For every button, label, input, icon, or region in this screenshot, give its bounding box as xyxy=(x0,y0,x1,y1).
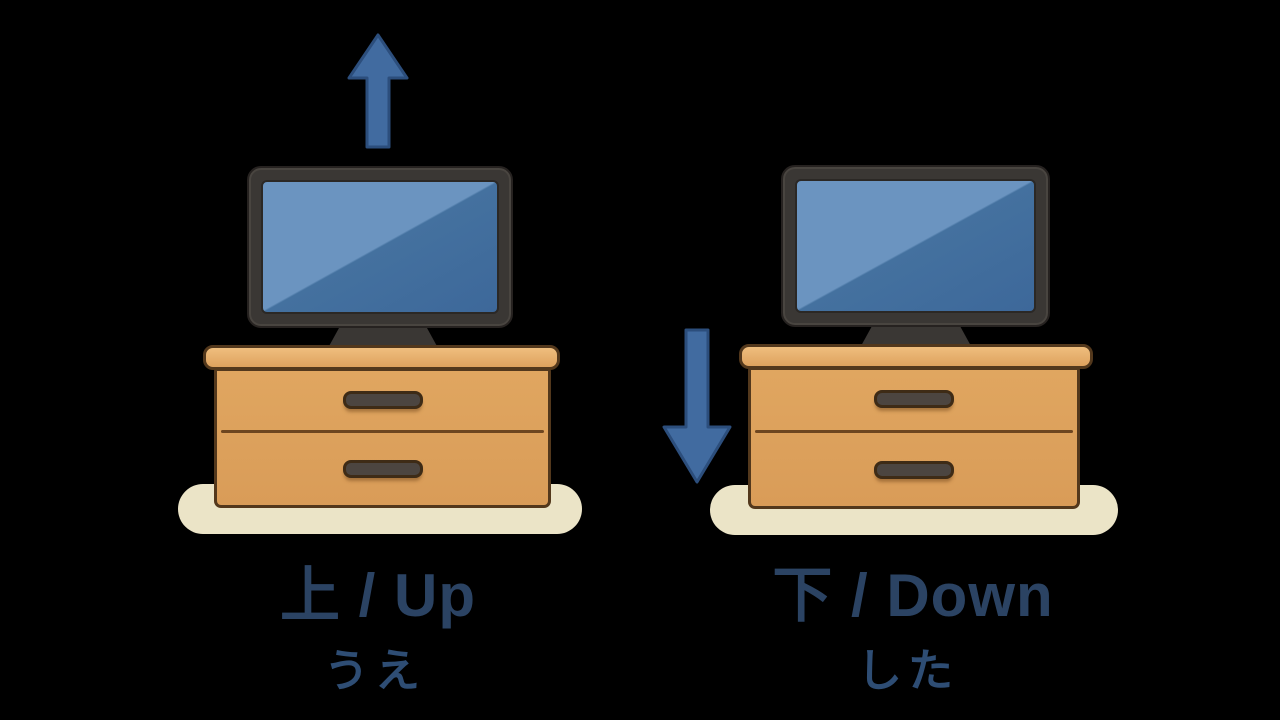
tv xyxy=(781,165,1050,327)
tv xyxy=(247,166,513,328)
drawer-handle-top xyxy=(874,390,954,408)
drawer-handle-bottom xyxy=(342,460,423,478)
down-arrow-icon xyxy=(662,328,732,484)
cabinet-body xyxy=(214,368,551,508)
cabinet-body xyxy=(748,367,1080,509)
up-arrow-icon xyxy=(347,33,409,149)
tv-screen xyxy=(261,180,499,314)
drawer-handle-bottom xyxy=(874,461,954,479)
down-furigana: した xyxy=(856,645,959,696)
up-furigana: うえ xyxy=(323,645,426,696)
cabinet-top xyxy=(203,345,560,370)
tv-screen xyxy=(795,179,1036,313)
up-label: 上 / Up xyxy=(280,562,476,629)
drawer-divider xyxy=(221,430,544,433)
cabinet-top xyxy=(739,344,1093,369)
drawer-handle-top xyxy=(342,391,423,409)
down-label: 下 / Down xyxy=(772,562,1054,629)
tv-stand-neck xyxy=(328,324,438,348)
drawer-divider xyxy=(755,430,1073,433)
